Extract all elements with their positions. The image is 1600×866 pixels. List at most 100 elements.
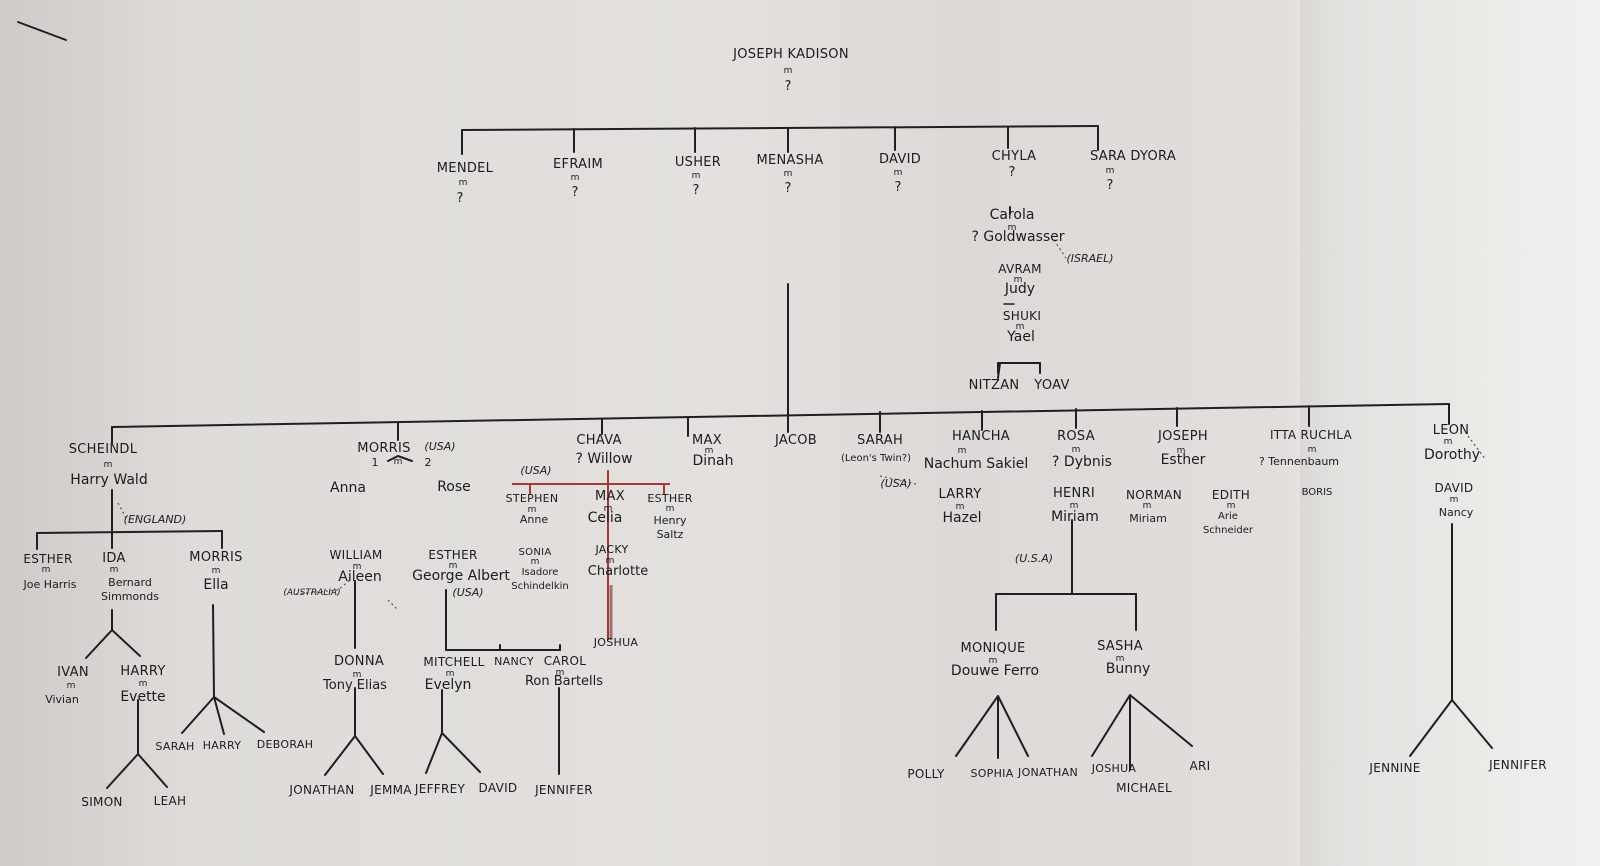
- ivan: IVAN: [57, 665, 89, 680]
- gen1-mendel-spouse: ?: [456, 191, 464, 206]
- david-l-marker: m: [1449, 495, 1459, 505]
- jacob: JACOB: [775, 433, 817, 448]
- celia: Celia: [587, 510, 623, 526]
- nachum-sakiel: Nachum Sakiel: [923, 456, 1029, 472]
- gen1-chyla-marker: ?: [1008, 165, 1016, 180]
- dinah: Dinah: [692, 453, 734, 469]
- sasha-marker: m: [1115, 654, 1125, 664]
- carola-marker: m: [1007, 223, 1017, 233]
- dorothy: Dorothy: [1423, 447, 1481, 463]
- dybnis: ? Dybnis: [1052, 454, 1112, 470]
- leah: LEAH: [153, 794, 187, 808]
- gen1-david: DAVID: [878, 152, 922, 167]
- anna: Anna: [330, 480, 366, 496]
- gen1-usher: USHER: [674, 155, 722, 170]
- henri-marker: m: [1069, 501, 1079, 511]
- henri: HENRI: [1052, 486, 1096, 501]
- douwe-ferro: Douwe Ferro: [950, 663, 1040, 679]
- gen1-efraim: EFRAIM: [553, 157, 603, 172]
- rosa: ROSA: [1057, 429, 1095, 444]
- joshua-chava-grandchild: JOSHUA: [593, 636, 639, 649]
- shuki-marker: m: [1015, 322, 1025, 332]
- paper-fold: [1300, 0, 1600, 866]
- morris-wife2-num: 2: [424, 456, 432, 469]
- charlotte: Charlotte: [587, 564, 649, 579]
- chava-spouse-willow: ? Willow: [575, 451, 633, 467]
- norman: NORMAN: [1125, 488, 1183, 502]
- chava: CHAVA: [576, 433, 622, 448]
- miriam-henri-wife: Miriam: [1051, 509, 1099, 525]
- william-marker: m: [352, 562, 362, 572]
- gen1-efraim-marker: m: [570, 173, 580, 183]
- leons-twin-note: (Leon's Twin?): [841, 453, 911, 464]
- deborah: DEBORAH: [256, 738, 314, 751]
- scheindl-marker: m: [103, 460, 113, 470]
- jemma: JEMMA: [370, 783, 412, 797]
- carola: Carola: [989, 207, 1035, 223]
- root-spouse: ?: [784, 79, 792, 94]
- ari: ARI: [1189, 759, 1211, 773]
- gen1-usher-spouse: ?: [692, 183, 700, 198]
- william: WILLIAM: [329, 548, 383, 562]
- gen1-efraim-spouse: ?: [571, 185, 579, 200]
- itta-ruchla: ITTA RUCHLA: [1269, 428, 1353, 442]
- joseph-marker: m: [1176, 446, 1186, 456]
- harry-morris-s-child: HARRY: [202, 739, 242, 752]
- carol: CAROL: [543, 654, 587, 668]
- esther-rose-daughter: ESTHER: [428, 548, 478, 562]
- michael: MICHAEL: [1116, 781, 1172, 795]
- gen1-chyla: CHYLA: [991, 149, 1037, 164]
- morris-s-marker: m: [211, 566, 221, 576]
- isadore-schindelkin: Isadore Schindelkin: [511, 567, 569, 592]
- david-leon-son: DAVID: [1434, 481, 1474, 495]
- sarah-morris-s-child: SARAH: [155, 740, 195, 753]
- monique: MONIQUE: [960, 641, 1026, 656]
- max-marker: m: [704, 446, 714, 456]
- esther-chava-daughter: ESTHER: [647, 492, 693, 505]
- simon: SIMON: [81, 795, 123, 809]
- esther-scheindl-daughter: ESTHER: [23, 552, 73, 566]
- george-usa-note: (USA): [452, 586, 484, 599]
- jennifer-david-child: JENNIFER: [1489, 758, 1547, 772]
- esther-joseph-wife: Esther: [1160, 452, 1206, 468]
- goldwasser: ? Goldwasser: [971, 229, 1065, 245]
- stephen: STEPHEN: [505, 492, 559, 505]
- joshua-sasha-child: JOSHUA: [1091, 762, 1137, 775]
- esther-marker: m: [41, 565, 51, 575]
- root-person-name: JOSEPH KADISON: [733, 47, 849, 62]
- max-chava-son: MAX: [595, 489, 625, 504]
- arie-schneider: Arie Schneider: [1202, 511, 1254, 536]
- nancy-david-wife: Nancy: [1438, 506, 1474, 519]
- leon-marker: m: [1443, 437, 1453, 447]
- jonathan-donna-child: JONATHAN: [289, 783, 355, 797]
- nitzan: NITZAN: [968, 378, 1020, 393]
- israel-note: (ISRAEL): [1066, 252, 1114, 265]
- scheindl: SCHEINDL: [68, 442, 138, 457]
- yoav: YOAV: [1034, 378, 1070, 393]
- david-mitchell-child: DAVID: [478, 781, 518, 795]
- hancha: HANCHA: [952, 429, 1010, 444]
- gen1-sara-dyora: SARA DYORA: [1089, 149, 1177, 164]
- gen1-david-spouse: ?: [894, 180, 902, 195]
- yael: Yael: [1007, 329, 1035, 345]
- avram-marker: m: [1013, 275, 1023, 285]
- morris-wife1-num: 1: [371, 456, 379, 469]
- monique-marker: m: [988, 656, 998, 666]
- gen1-mendel-marker: m: [458, 178, 468, 188]
- henry-saltz: Henry Saltz: [653, 514, 687, 541]
- sasha: SASHA: [1097, 639, 1143, 654]
- max-c-marker: m: [603, 504, 613, 514]
- larry: LARRY: [938, 487, 982, 502]
- sophia: SOPHIA: [970, 767, 1014, 780]
- avram: AVRAM: [998, 262, 1042, 276]
- boris: BORIS: [1301, 487, 1333, 498]
- mitchell: MITCHELL: [423, 655, 485, 669]
- tony-elias: Tony Elias: [323, 678, 387, 693]
- england-note: (ENGLAND): [123, 513, 187, 526]
- scheindl-children-bar: [36, 530, 223, 534]
- gen1-sara-dyora-spouse: ?: [1106, 178, 1114, 193]
- jonathan-monique-child: JONATHAN: [1018, 766, 1078, 779]
- australia-note: (AUSTRALIA): [283, 588, 341, 598]
- harry-ida-son: HARRY: [120, 664, 166, 679]
